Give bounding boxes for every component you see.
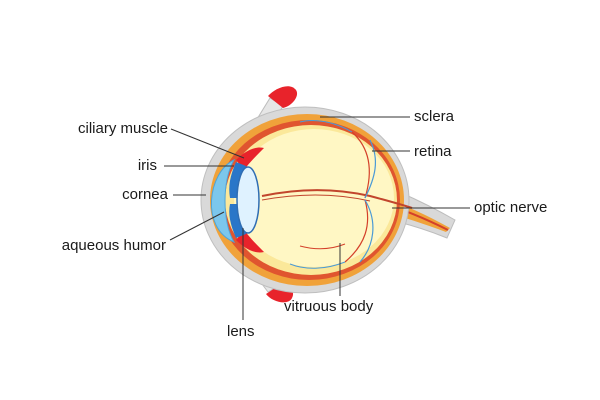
label-ciliary-muscle: ciliary muscle — [77, 120, 168, 137]
label-iris: iris — [137, 157, 157, 174]
leader-ciliary-muscle — [170, 128, 245, 159]
lens-shape — [236, 166, 260, 234]
retinal-vessels — [289, 119, 377, 269]
label-aqueous-humor: aqueous humor — [61, 237, 166, 254]
leader-aqueous-humor — [169, 211, 225, 241]
label-vitreous-body: vitruous body — [284, 298, 374, 315]
label-retina: retina — [414, 143, 452, 160]
label-cornea: cornea — [122, 186, 168, 203]
leader-lines — [164, 116, 470, 320]
label-lens: lens — [227, 323, 255, 340]
iris-shape — [229, 162, 246, 238]
cornea-shape — [211, 158, 236, 244]
label-sclera: sclera — [414, 108, 455, 125]
label-optic-nerve: optic nerve — [474, 199, 548, 216]
eyeball — [200, 106, 413, 294]
